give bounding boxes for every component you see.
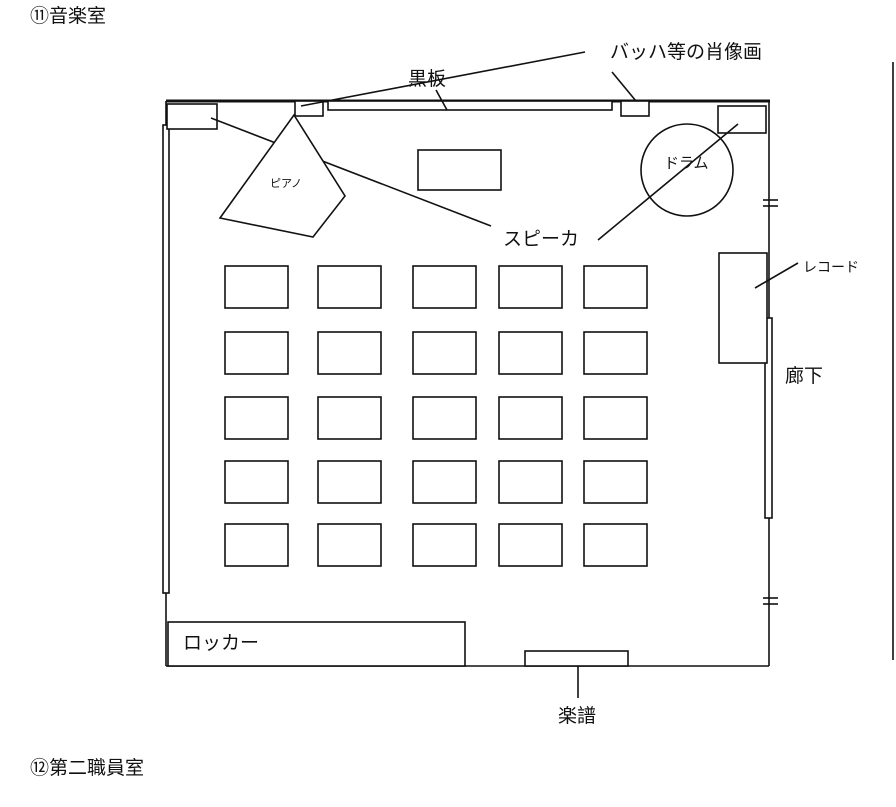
- student-desk: [224, 396, 289, 440]
- drums-label: ドラム: [664, 154, 709, 172]
- student-desk: [317, 460, 382, 504]
- teacher-desk: [417, 149, 502, 191]
- piano-label: ピアノ: [270, 177, 302, 190]
- speaker-right: [717, 105, 767, 134]
- sheet-music-shelf: [524, 650, 629, 667]
- student-desk: [498, 396, 563, 440]
- student-desk: [224, 265, 289, 309]
- student-desk: [317, 523, 382, 567]
- piano: [218, 113, 346, 238]
- corridor-label: 廊下: [785, 365, 823, 387]
- speakers-label: スピーカ: [503, 228, 579, 250]
- speaker-left: [166, 103, 218, 130]
- record-shelf: [718, 252, 768, 364]
- sheet-music-label: 楽譜: [558, 705, 596, 727]
- student-desk: [224, 523, 289, 567]
- student-desk: [412, 460, 477, 504]
- portrait-right: [620, 100, 650, 117]
- student-desk: [317, 265, 382, 309]
- student-desk: [412, 331, 477, 375]
- student-desk: [498, 523, 563, 567]
- student-desk: [412, 523, 477, 567]
- left-wall-window: [162, 124, 170, 594]
- student-desk: [224, 460, 289, 504]
- section-12-title: ⑫第二職員室: [30, 757, 144, 779]
- student-desk: [498, 331, 563, 375]
- student-desk: [583, 265, 648, 309]
- student-desk: [317, 331, 382, 375]
- records-label: レコード: [803, 260, 859, 276]
- student-desk: [583, 331, 648, 375]
- section-11-title: ⑪音楽室: [30, 5, 106, 27]
- portrait-left: [294, 100, 324, 117]
- student-desk: [583, 523, 648, 567]
- drum-set: [640, 123, 734, 217]
- blackboard: [327, 100, 613, 111]
- student-desks: [224, 265, 648, 567]
- student-desk: [412, 396, 477, 440]
- student-desk: [317, 396, 382, 440]
- portraits-label: バッハ等の肖像画: [610, 41, 762, 63]
- student-desk: [224, 331, 289, 375]
- student-desk: [412, 265, 477, 309]
- student-desk: [498, 265, 563, 309]
- student-desk: [498, 460, 563, 504]
- lockers-label: ロッカー: [183, 632, 259, 654]
- student-desk: [583, 460, 648, 504]
- right-wall-door: [764, 317, 773, 519]
- lockers: [167, 621, 466, 667]
- student-desk: [583, 396, 648, 440]
